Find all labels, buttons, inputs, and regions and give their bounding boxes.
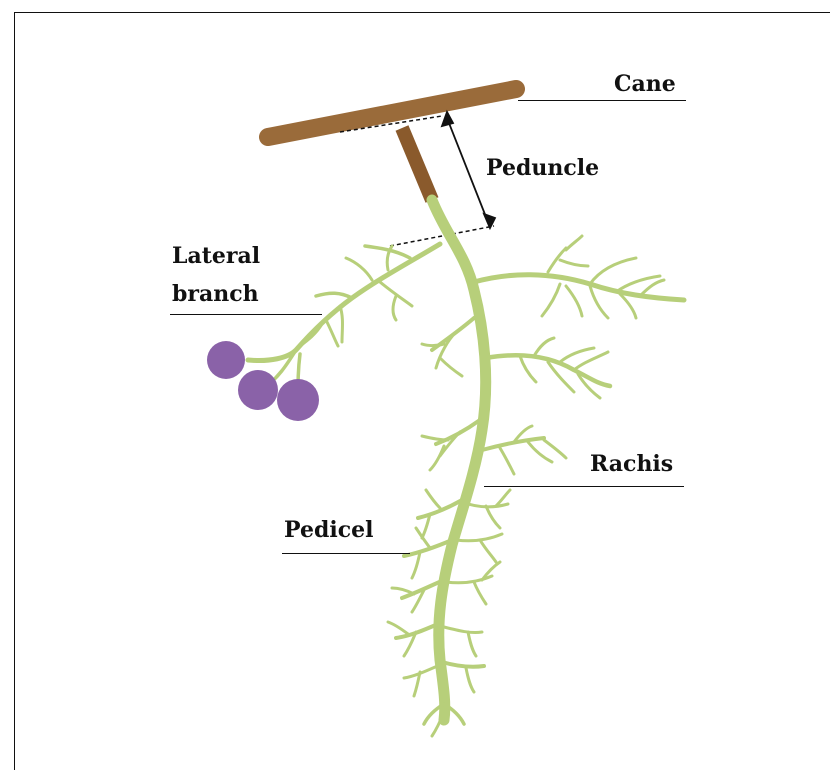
peduncle-label: Peduncle [486, 156, 599, 181]
rachis-label: Rachis [590, 452, 673, 477]
cane-label: Cane [614, 72, 676, 97]
cane-shape [268, 89, 516, 137]
cane-leader-line [518, 100, 686, 101]
berry [207, 341, 245, 379]
berry [277, 379, 319, 421]
pedicel-label: Pedicel [284, 518, 373, 543]
lateral-branch-label-line1: Lateral [172, 244, 260, 269]
pedicel-leader-line [282, 553, 410, 554]
lateral-branch [248, 244, 440, 361]
rachis-leader-line [484, 486, 684, 487]
berry [238, 370, 278, 410]
peduncle-woody-shape [402, 128, 432, 200]
berries [207, 341, 319, 421]
rachis-main-stem [432, 200, 486, 720]
lateral-branch-label-line2: branch [172, 282, 259, 307]
lateral-branch-leader-line [170, 314, 322, 315]
